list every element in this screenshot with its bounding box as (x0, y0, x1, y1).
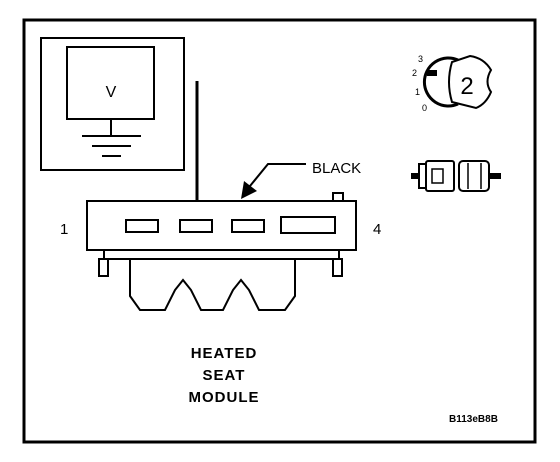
ignition-switch-ring (422, 56, 459, 108)
connector-foot-left (98, 258, 109, 277)
ignition-position-0: 0 (422, 103, 427, 113)
pin-label-right: 4 (373, 221, 381, 238)
connector-half-right (458, 160, 490, 192)
connector-cavity-1 (125, 219, 159, 233)
voltmeter: V (40, 37, 185, 171)
connector-wire-left (411, 173, 421, 179)
module-connector (86, 192, 357, 311)
connector-half-left-window (431, 168, 444, 184)
ignition-position-2: 2 (412, 68, 417, 78)
disconnected-connector-icon (411, 160, 501, 192)
pin-label-left: 1 (60, 221, 68, 238)
wire-color-label: BLACK (312, 160, 361, 177)
voltmeter-symbol: V (106, 84, 117, 101)
ignition-position-3: 3 (418, 54, 423, 64)
figure-id: B113eB8B (449, 414, 498, 425)
connector-base-rail (103, 249, 340, 260)
connector-skirt (129, 258, 296, 311)
ignition-key-cap (448, 54, 493, 110)
connector-foot-end (332, 258, 343, 277)
ignition-position-1: 1 (415, 87, 420, 97)
ground-icon (82, 119, 141, 157)
caption-line-3: MODULE (189, 389, 260, 406)
connector-cavity-3 (231, 219, 265, 233)
voltmeter-display (66, 46, 155, 120)
ignition-selected-position: 2 (460, 73, 473, 100)
caption-line-1: HEATED (191, 345, 258, 362)
wire-leader-arrow (241, 163, 306, 199)
ignition-switch-pointer (427, 70, 437, 76)
ignition-switch-icon: 3 2 1 0 2 (412, 54, 493, 113)
caption-line-2: SEAT (203, 367, 246, 384)
connector-wire-right (489, 173, 501, 179)
connector-cavity-4 (280, 216, 336, 234)
connector-cavity-2 (179, 219, 213, 233)
